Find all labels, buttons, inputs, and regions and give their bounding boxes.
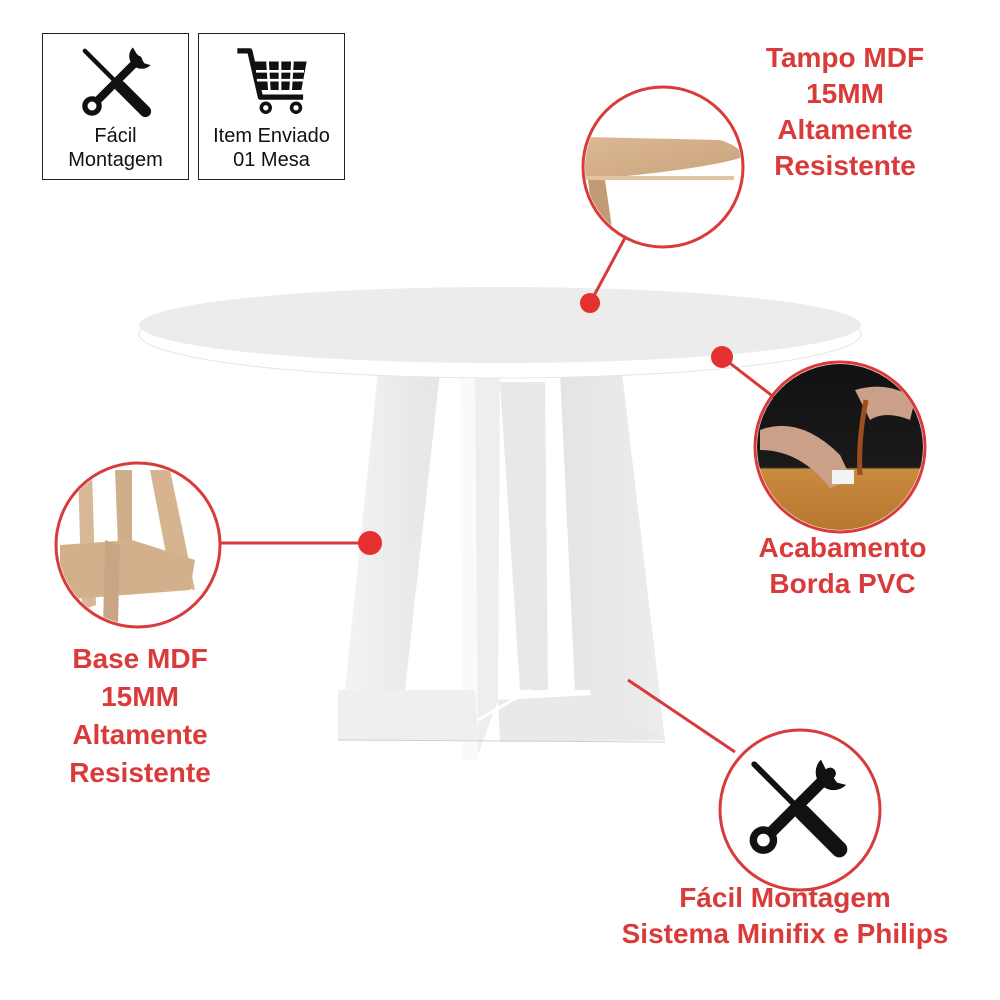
wood-tabletop-closeup [585,89,741,245]
table-base [337,372,666,760]
badge-label: Item Enviado 01 Mesa [213,125,330,171]
callout-base [54,461,382,629]
tools-icon [81,47,151,118]
label-tampo: Tampo MDF 15MM Altamente Resistente [765,42,925,181]
pvc-edge-application-photo [757,364,923,530]
tabletop [138,287,862,379]
label-borda: Acabamento Borda PVC [758,532,927,599]
badge-item-enviado: Item Enviado 01 Mesa [198,33,345,180]
callout-montagem [627,678,882,892]
label-montagem: Fácil Montagem Sistema Minifix e Philips [621,882,949,949]
shopping-cart-icon [236,48,307,114]
tools-icon [749,759,848,858]
callout-borda [711,346,927,534]
badge-label: Fácil Montagem [68,125,163,171]
label-base: Base MDF 15MM Altamente Resistente [69,643,211,788]
callout-tampo [580,85,745,313]
wood-base-closeup [58,465,218,625]
badge-facil-montagem: Fácil Montagem [42,33,189,180]
